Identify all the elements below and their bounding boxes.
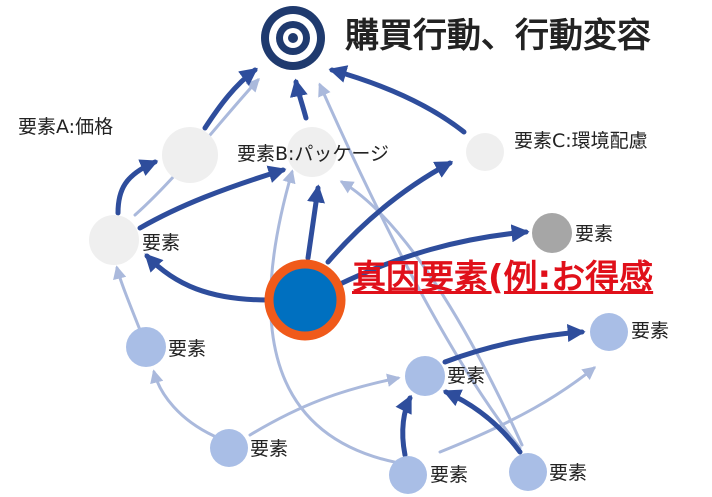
edge-root-to-b [305,184,325,261]
node-factor-b [287,127,337,177]
node-left-mid [89,215,139,265]
node-root-cause [264,259,346,341]
edge-left-to-b [137,165,287,231]
node-left-mid-label: 要素 [142,232,181,254]
node-blue-center [405,356,445,396]
factor-c-label: 要素C:環境配慮 [514,130,648,152]
node-blue-bottom-mid [389,456,427,494]
edge-left-bottom-to-left [113,265,142,332]
node-blue-bottom-mid-label: 要素 [430,464,469,486]
strong-edges [115,65,586,458]
edge-left-to-a [115,159,159,216]
node-factor-a [162,127,218,183]
edge-root-to-gray [335,224,530,288]
edge-bottom-right-to-b [339,180,524,447]
node-gray-right [532,213,572,253]
factor-a-label: 要素A:価格 [18,116,114,138]
edge-bottom-left-to-b [269,169,412,467]
node-blue-bottom-left [210,429,248,467]
target-icon [261,6,325,70]
node-blue-right-label: 要素 [631,320,670,342]
node-blue-left-label: 要素 [168,338,207,360]
node-blue-bottom-right [509,453,547,491]
edge-bottom-right-to-goal [318,82,522,450]
edge-bottom-left-to-center [248,373,401,437]
goal-title: 購買行動、行動変容 [345,16,651,56]
edge-bottom-to-center [395,394,413,458]
node-gray-right-label: 要素 [575,223,614,245]
edge-root-to-left [144,253,271,303]
node-blue-center-label: 要素 [447,365,486,387]
weak-edges [113,78,597,467]
node-blue-right [590,313,628,351]
root-cause-label: 真因要素(例:お得感 [352,258,654,298]
edge-a-to-goal [202,67,258,131]
edge-center-to-right [442,324,586,365]
factor-b-label: 要素B:パッケージ [237,143,390,165]
node-blue-bottom-right-label: 要素 [549,462,588,484]
node-factor-c [466,133,504,171]
edge-c-to-goal [328,65,467,135]
edge-bottom-left-to-left [150,369,216,438]
node-blue-left [126,327,166,367]
edge-bottom-right-to-center [442,389,523,455]
node-blue-bottom-left-label: 要素 [250,438,289,460]
edge-root-to-c [325,160,454,265]
edge-b-to-goal [290,78,309,121]
edge-bottom-left2-to-right [438,366,597,454]
